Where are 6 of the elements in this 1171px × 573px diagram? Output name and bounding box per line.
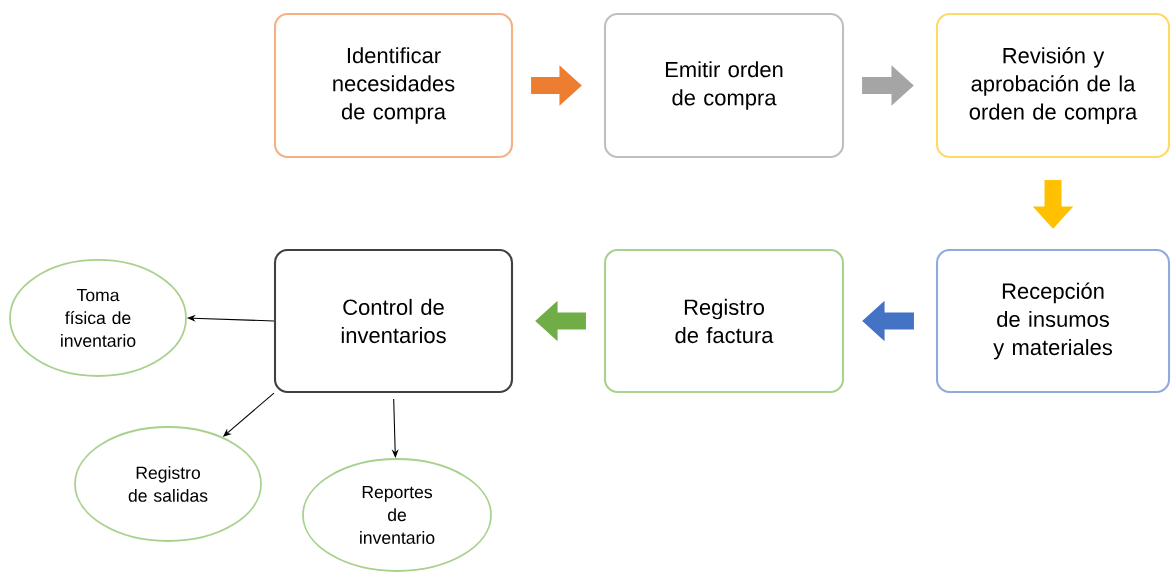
- process-box: Control de inventarios: [273, 248, 514, 394]
- process-box: Registro de factura: [603, 248, 845, 394]
- process-box: Revisión y aprobación de la orden de compra: [935, 12, 1171, 159]
- process-box: Recepción de insumos y materiales: [935, 248, 1171, 394]
- process-box: Identificar necesidades de compra: [273, 12, 514, 159]
- process-box: Emitir orden de compra: [603, 12, 845, 159]
